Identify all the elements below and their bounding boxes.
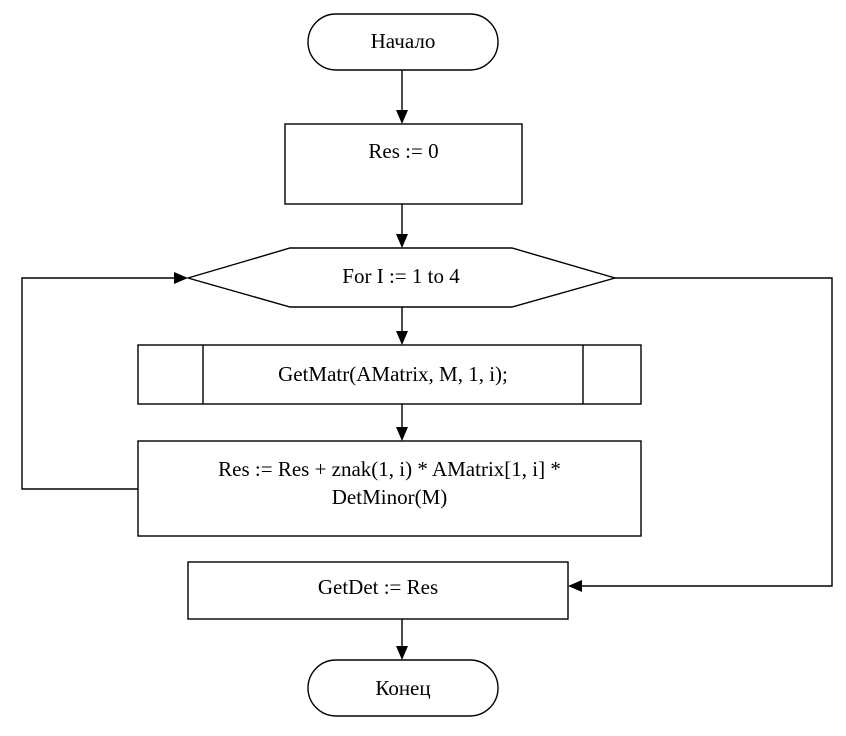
- arrowhead-getmatr: [396, 331, 408, 345]
- init-process: [284, 123, 523, 205]
- arrowhead-accum: [396, 427, 408, 441]
- accum-label-line2: DetMinor(M): [331, 485, 448, 509]
- init-label: Res := 0: [368, 139, 439, 163]
- arrowhead-init: [396, 110, 408, 124]
- connector-loop-exit: [580, 277, 833, 587]
- end-label: Конец: [375, 676, 431, 700]
- arrowhead-loop: [396, 234, 408, 248]
- end-terminal: [307, 659, 499, 717]
- getmatr-predefined-process: [137, 344, 642, 405]
- arrowhead-loop-back: [174, 272, 188, 284]
- result-label: GetDet := Res: [317, 575, 439, 599]
- getmatr-label: GetMatr(AMatrix, M, 1, i);: [278, 362, 508, 386]
- loop-label: For I := 1 to 4: [342, 264, 460, 288]
- accum-label-line1: Res := Res + znak(1, i) * AMatrix[1, i] …: [218, 457, 561, 481]
- accum-process: [137, 440, 642, 537]
- result-process: [187, 561, 569, 620]
- start-terminal: [307, 13, 499, 71]
- arrowhead-end: [396, 646, 408, 660]
- arrowhead-loop-exit: [568, 580, 582, 592]
- start-label: Начало: [370, 29, 436, 53]
- connector-loop-back: [21, 277, 176, 490]
